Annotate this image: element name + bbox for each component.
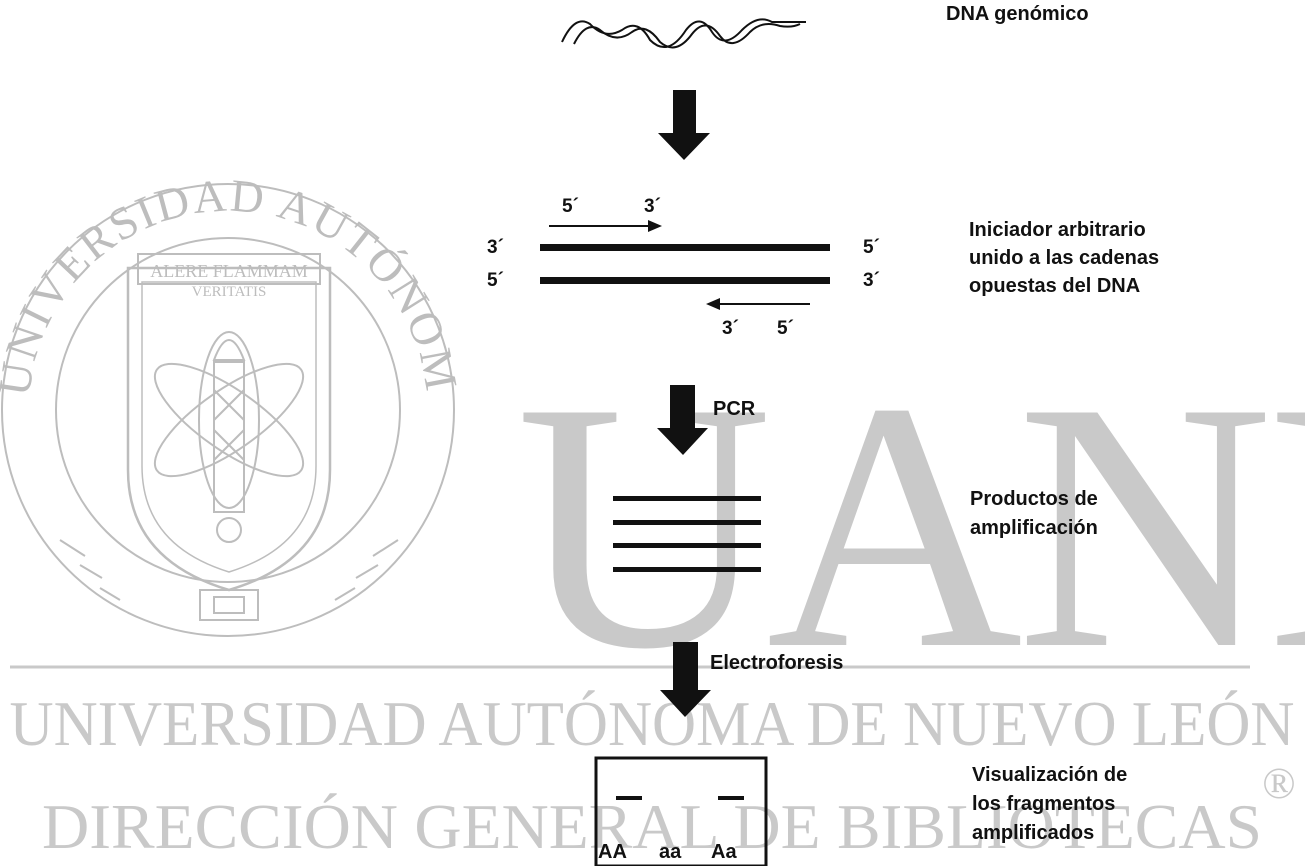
gel-box: AA aa Aa bbox=[594, 756, 768, 866]
gel-lane-label-2: aa bbox=[659, 841, 682, 863]
amplification-products bbox=[613, 496, 761, 572]
university-seal-watermark: UNIVERSIDAD AUTÓNOMA DE NUEVO LEÓN ALERE… bbox=[0, 0, 468, 637]
seal-motto-2: VERITATIS bbox=[192, 284, 267, 300]
bottom-primer-arrowhead bbox=[706, 298, 720, 310]
label-visual-line2: los fragmentos bbox=[972, 793, 1115, 815]
gel-band-lane-mixed bbox=[718, 796, 744, 800]
label-products-line2: amplificación bbox=[970, 517, 1098, 539]
watermark-university-name: UNIVERSIDAD AUTÓNOMA DE NUEVO LEÓN bbox=[10, 688, 1295, 759]
label-primer-line1: Iniciador arbitrario bbox=[969, 219, 1146, 241]
registered-mark: ® bbox=[1262, 759, 1295, 808]
strand-end-top-primer-right: 3´ bbox=[644, 196, 661, 217]
process-arrow-pcr bbox=[657, 385, 708, 455]
label-products-line1: Productos de bbox=[970, 488, 1098, 510]
label-visual-line1: Visualización de bbox=[972, 764, 1127, 786]
process-arrow-1 bbox=[658, 90, 710, 160]
lower-dna-strand bbox=[540, 277, 830, 284]
strand-end-lower-left: 5´ bbox=[487, 270, 504, 291]
genomic-dna-squiggle bbox=[561, 18, 806, 49]
gel-band-lane-aa-upper bbox=[616, 796, 642, 800]
gel-lane-label-3: Aa bbox=[711, 841, 737, 863]
seal-motto-1: ALERE FLAMMAM bbox=[150, 261, 308, 281]
svg-text:UNIVERSIDAD AUTÓNOMA DE NUEVO: UNIVERSIDAD AUTÓNOMA DE NUEVO LEÓN bbox=[0, 0, 468, 399]
label-pcr: PCR bbox=[713, 398, 756, 420]
strand-end-top-primer-left: 5´ bbox=[562, 196, 579, 217]
label-visual-line3: amplificados bbox=[972, 822, 1094, 844]
upper-dna-strand bbox=[540, 244, 830, 251]
label-primer-line3: opuestas del DNA bbox=[969, 275, 1140, 297]
top-primer-arrowhead bbox=[648, 220, 662, 232]
strand-end-bottom-primer-left: 3´ bbox=[722, 318, 739, 339]
seal-arc-text: UNIVERSIDAD AUTÓNOMA DE NUEVO LEÓN bbox=[0, 0, 466, 399]
strand-end-lower-right: 3´ bbox=[863, 270, 880, 291]
strand-end-upper-left: 3´ bbox=[487, 237, 504, 258]
label-electrophoresis: Electroforesis bbox=[710, 652, 843, 674]
uanl-watermark: UANL bbox=[516, 329, 1305, 722]
process-arrow-electrophoresis bbox=[660, 642, 711, 717]
label-primer-line2: unido a las cadenas bbox=[969, 247, 1159, 269]
watermark-library-name: DIRECCIÓN GENERAL DE BIBLIOTECAS bbox=[42, 791, 1262, 862]
label-genomic-dna: DNA genómico bbox=[946, 3, 1089, 25]
strand-end-upper-right: 5´ bbox=[863, 237, 880, 258]
strand-end-bottom-primer-right: 5´ bbox=[777, 318, 794, 339]
primer-binding-figure: 5´ 3´ 3´ 5´ 5´ 3´ 3´ 5´ bbox=[487, 196, 880, 339]
gel-lane-label-1: AA bbox=[598, 841, 627, 863]
